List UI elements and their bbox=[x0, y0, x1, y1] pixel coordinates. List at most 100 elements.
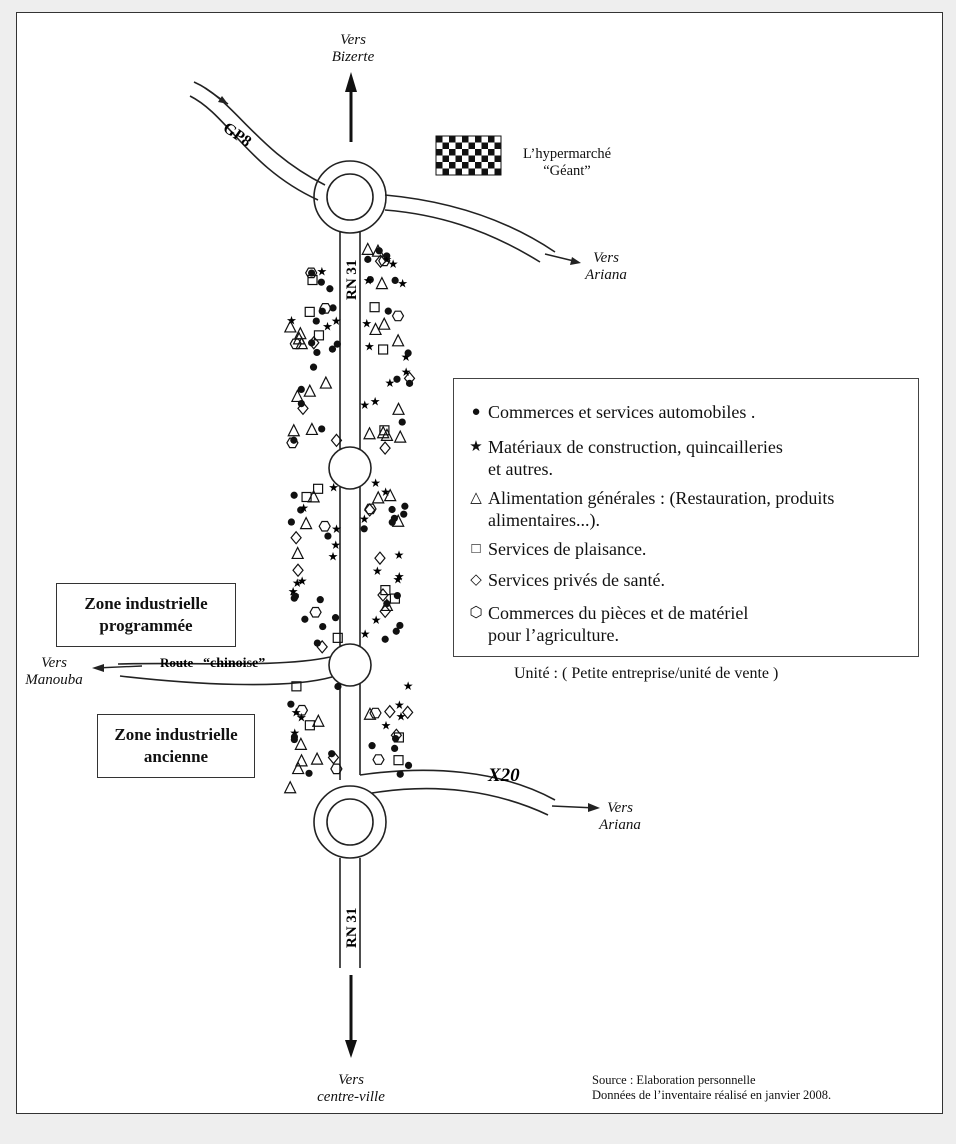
star-symbol: ★ bbox=[401, 350, 412, 364]
star-symbol: ★ bbox=[331, 522, 342, 536]
star-symbol: ★ bbox=[331, 314, 342, 328]
star-symbol: ★ bbox=[359, 398, 370, 412]
dot-symbol bbox=[308, 339, 316, 347]
dot-symbol bbox=[326, 285, 334, 293]
dot-symbol bbox=[405, 379, 414, 387]
checker-cell bbox=[475, 168, 482, 175]
dia-symbol bbox=[297, 401, 309, 416]
tri-symbol bbox=[363, 426, 377, 440]
dia-symbol bbox=[384, 704, 396, 719]
star-symbol: ★ bbox=[361, 316, 372, 330]
sq-symbol bbox=[369, 302, 380, 313]
checker-cell bbox=[475, 162, 482, 169]
square-icon: □ bbox=[471, 541, 481, 557]
dot-symbol bbox=[333, 340, 341, 348]
bottom-roundabout bbox=[313, 785, 387, 859]
dot-symbol bbox=[309, 363, 318, 371]
dot-symbol bbox=[404, 349, 412, 357]
hex-symbol bbox=[372, 754, 385, 765]
dot-symbol bbox=[287, 518, 295, 526]
star-symbol: ★ bbox=[291, 706, 302, 720]
checker-cell bbox=[442, 136, 449, 143]
hex-symbol bbox=[330, 763, 343, 775]
hex-symbol bbox=[364, 503, 377, 515]
checker-cell bbox=[442, 142, 449, 149]
checker-cell bbox=[481, 162, 488, 169]
north-arrowhead bbox=[345, 72, 357, 92]
checker-cell bbox=[481, 149, 488, 156]
star-symbol: ★ bbox=[289, 726, 300, 740]
source-note: Source : Elaboration personnelle Données… bbox=[592, 1073, 832, 1102]
x20-label: X20 bbox=[487, 765, 520, 786]
tri-symbol bbox=[291, 546, 305, 560]
legend-item-sante: ◇ Services privés de santé. bbox=[464, 569, 665, 591]
star-symbol: ★ bbox=[359, 512, 370, 526]
star-symbol: ★ bbox=[388, 257, 399, 271]
star-symbol: ★ bbox=[380, 485, 391, 499]
star-symbol: ★ bbox=[396, 710, 407, 724]
legend-item-agriculture: ⬡ Commerces du pièces et de matériel pou… bbox=[464, 602, 748, 646]
checker-cell bbox=[488, 168, 495, 175]
checker-cell bbox=[488, 136, 495, 143]
dot-symbol bbox=[297, 385, 305, 393]
star-symbol: ★ bbox=[363, 273, 374, 287]
dia-symbol bbox=[363, 503, 376, 517]
checker-cell bbox=[455, 136, 462, 143]
dot-symbol bbox=[331, 614, 340, 622]
route-chinoise bbox=[117, 656, 333, 686]
hypermarket-icon bbox=[435, 135, 502, 176]
hex-symbol bbox=[309, 606, 322, 618]
dot-symbol bbox=[401, 502, 409, 510]
tri-symbol bbox=[305, 422, 319, 436]
tri-symbol bbox=[392, 401, 405, 415]
checker-cell bbox=[481, 142, 488, 149]
checker-cell bbox=[475, 142, 482, 149]
ariana-top-arrowhead bbox=[570, 257, 581, 265]
diamond-icon: ◇ bbox=[470, 572, 482, 588]
hex-symbol bbox=[319, 303, 332, 314]
star-symbol: ★ bbox=[392, 572, 403, 586]
tri-symbol bbox=[377, 316, 391, 330]
dot-symbol bbox=[396, 621, 404, 630]
sq-symbol bbox=[379, 425, 390, 436]
tri-symbol bbox=[293, 326, 307, 340]
tri-symbol bbox=[311, 713, 325, 727]
dot-symbol bbox=[396, 770, 404, 778]
dot-symbol bbox=[287, 700, 295, 708]
dot-symbol bbox=[328, 345, 337, 353]
dot-symbol bbox=[393, 375, 401, 383]
checker-cell bbox=[494, 162, 501, 169]
checker-cell bbox=[436, 149, 443, 156]
star-icon: ★ bbox=[469, 439, 483, 455]
checker-cell bbox=[449, 142, 456, 149]
checker-cell bbox=[481, 155, 488, 162]
star-symbol: ★ bbox=[292, 576, 303, 590]
tri-symbol bbox=[376, 425, 390, 439]
dot-symbol bbox=[291, 592, 300, 600]
sq-symbol bbox=[304, 306, 315, 317]
checker-cell bbox=[488, 142, 495, 149]
checker-cell bbox=[449, 136, 456, 143]
star-symbol: ★ bbox=[370, 476, 381, 490]
lower-roundabout bbox=[328, 643, 372, 687]
legend-item-alimentation: △ Alimentation générales : (Restauration… bbox=[464, 487, 834, 531]
dot-symbol bbox=[297, 506, 305, 514]
star-symbol: ★ bbox=[328, 481, 339, 495]
checker-cell bbox=[436, 136, 443, 143]
dot-symbol bbox=[368, 742, 376, 750]
star-symbol: ★ bbox=[372, 564, 383, 578]
checker-cell bbox=[455, 162, 462, 169]
dot-symbol bbox=[400, 510, 408, 518]
tri-symbol bbox=[319, 375, 333, 389]
hex-symbol bbox=[318, 520, 331, 532]
unit-note: Unité : ( Petite entreprise/unité de ven… bbox=[514, 665, 779, 682]
tri-symbol bbox=[287, 423, 301, 437]
dot-symbol bbox=[290, 733, 299, 741]
dot-symbol bbox=[366, 275, 374, 284]
top-roundabout bbox=[313, 160, 387, 234]
star-symbol: ★ bbox=[394, 548, 405, 562]
dot-symbol bbox=[324, 532, 332, 540]
checker-cell bbox=[475, 155, 482, 162]
rn31-label-top: RN 31 bbox=[344, 260, 360, 300]
